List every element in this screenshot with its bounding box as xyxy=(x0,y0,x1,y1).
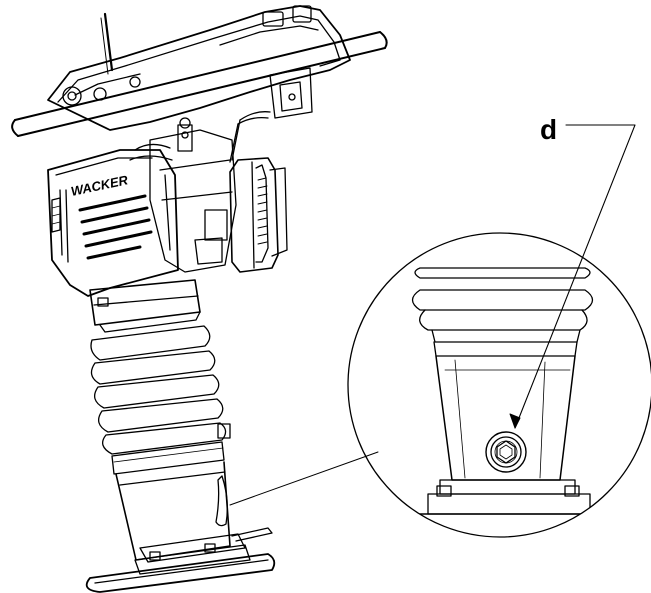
callout-leader-d xyxy=(509,124,636,429)
drain-plug xyxy=(485,431,527,473)
detail-magnified-view xyxy=(347,124,651,538)
detail-circle xyxy=(347,232,651,538)
callout-label-d: d xyxy=(540,114,557,145)
engine-core xyxy=(129,117,237,273)
engine-base xyxy=(89,279,201,333)
wacker-logo: WACKER xyxy=(70,172,130,199)
guide-handle xyxy=(11,31,388,137)
lower-leg xyxy=(111,423,231,561)
rammer-machine: WACKER xyxy=(11,5,388,593)
bellows xyxy=(90,325,227,455)
engine-housing xyxy=(47,149,179,297)
foot-plate xyxy=(85,527,276,593)
recoil-starter xyxy=(229,157,288,273)
detail-leader-line xyxy=(229,451,379,506)
antenna-rod xyxy=(100,12,114,75)
